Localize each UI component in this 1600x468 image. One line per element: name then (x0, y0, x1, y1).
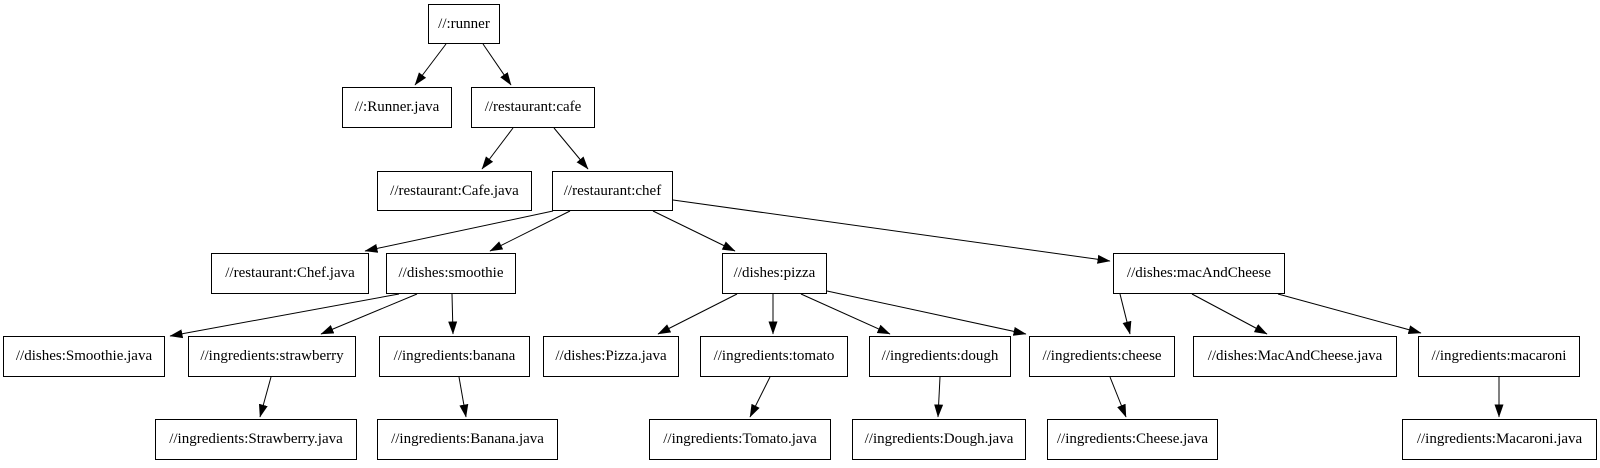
graph-node-pizza: //dishes:pizza (722, 253, 827, 294)
node-label: //ingredients:dough (881, 348, 999, 364)
node-label: //ingredients:cheese (1042, 348, 1162, 364)
edge-chef-to-pizza (652, 210, 736, 252)
edge-mac-and-cheese-to-mac-and-cheese-java (1191, 293, 1268, 335)
graph-node-macaroni: //ingredients:macaroni (1418, 336, 1580, 377)
edge-smoothie-to-strawberry (320, 293, 418, 335)
node-label: //dishes:pizza (733, 265, 816, 281)
node-label: //ingredients:Cheese.java (1056, 431, 1209, 447)
graph-node-runner: //:runner (428, 4, 500, 44)
node-label: //restaurant:chef (563, 182, 662, 199)
node-label: //ingredients:macaroni (1431, 348, 1567, 364)
edge-cheese-to-cheese-java (1109, 376, 1127, 418)
node-label: //restaurant:Chef.java (225, 265, 355, 281)
graph-node-cafe-java: //restaurant:Cafe.java (377, 171, 532, 211)
node-label: //ingredients:Macaroni.java (1416, 431, 1583, 447)
edge-mac-and-cheese-to-cheese (1119, 293, 1132, 335)
node-label: //ingredients:Banana.java (391, 431, 544, 447)
edge-smoothie-to-banana (448, 293, 458, 335)
graph-node-banana: //ingredients:banana (379, 336, 530, 377)
graph-node-cheese-java: //ingredients:Cheese.java (1047, 419, 1218, 460)
graph-node-mac-and-cheese-java: //dishes:MacAndCheese.java (1193, 336, 1397, 377)
node-label: //ingredients:Tomato.java (663, 431, 817, 447)
edge-chef-to-smoothie (489, 210, 571, 252)
edge-runner-to-runner-java (414, 43, 447, 86)
graph-node-dough: //ingredients:dough (869, 336, 1011, 377)
node-label: //ingredients:strawberry (200, 348, 344, 364)
edge-chef-to-chef-java (364, 210, 554, 253)
node-label: //restaurant:Cafe.java (390, 182, 519, 199)
graph-node-runner-java: //:Runner.java (342, 87, 452, 128)
graph-node-mac-and-cheese: //dishes:macAndCheese (1113, 253, 1285, 294)
graph-node-tomato-java: //ingredients:Tomato.java (649, 419, 831, 460)
edge-strawberry-to-strawberry-java (258, 376, 272, 418)
node-label: //dishes:Pizza.java (555, 348, 667, 364)
graph-node-macaroni-java: //ingredients:Macaroni.java (1402, 419, 1597, 460)
graph-node-strawberry: //ingredients:strawberry (188, 336, 356, 377)
node-label: //:Runner.java (354, 99, 440, 115)
edge-chef-to-mac-and-cheese (672, 199, 1111, 264)
edge-dough-to-dough-java (934, 376, 944, 418)
edge-tomato-to-tomato-java (749, 376, 771, 418)
node-label: //dishes:macAndCheese (1126, 265, 1272, 281)
edge-pizza-to-dough (800, 293, 891, 335)
graph-node-banana-java: //ingredients:Banana.java (377, 419, 558, 460)
edge-cafe-to-cafe-java (481, 127, 514, 170)
graph-node-strawberry-java: //ingredients:Strawberry.java (155, 419, 357, 460)
graph-node-smoothie-java: //dishes:Smoothie.java (3, 336, 165, 377)
node-label: //restaurant:cafe (484, 99, 582, 115)
graph-node-cheese: //ingredients:cheese (1029, 336, 1175, 377)
node-label: //dishes:smoothie (398, 265, 504, 281)
edge-pizza-to-pizza-java (657, 293, 738, 335)
graph-node-chef-java: //restaurant:Chef.java (211, 253, 369, 294)
node-label: //:runner (438, 15, 490, 32)
node-label: //ingredients:Strawberry.java (169, 431, 343, 447)
node-label: //dishes:MacAndCheese.java (1207, 348, 1383, 364)
node-label: //ingredients:banana (393, 348, 516, 364)
edge-mac-and-cheese-to-macaroni (1277, 293, 1422, 335)
graph-node-smoothie: //dishes:smoothie (386, 253, 516, 294)
edge-banana-to-banana-java (458, 376, 469, 418)
node-label: //dishes:Smoothie.java (15, 348, 153, 364)
node-label: //ingredients:Dough.java (864, 431, 1014, 447)
edge-pizza-to-cheese (826, 290, 1027, 336)
node-label: //ingredients:tomato (713, 348, 835, 364)
edge-smoothie-to-smoothie-java (169, 293, 400, 339)
graph-node-chef: //restaurant:chef (552, 171, 673, 211)
graph-node-cafe: //restaurant:cafe (471, 87, 595, 128)
edge-cafe-to-chef (553, 127, 589, 170)
graph-node-tomato: //ingredients:tomato (700, 336, 848, 377)
graph-node-pizza-java: //dishes:Pizza.java (543, 336, 679, 377)
edge-runner-to-cafe (482, 43, 512, 86)
graph-node-dough-java: //ingredients:Dough.java (852, 419, 1026, 460)
